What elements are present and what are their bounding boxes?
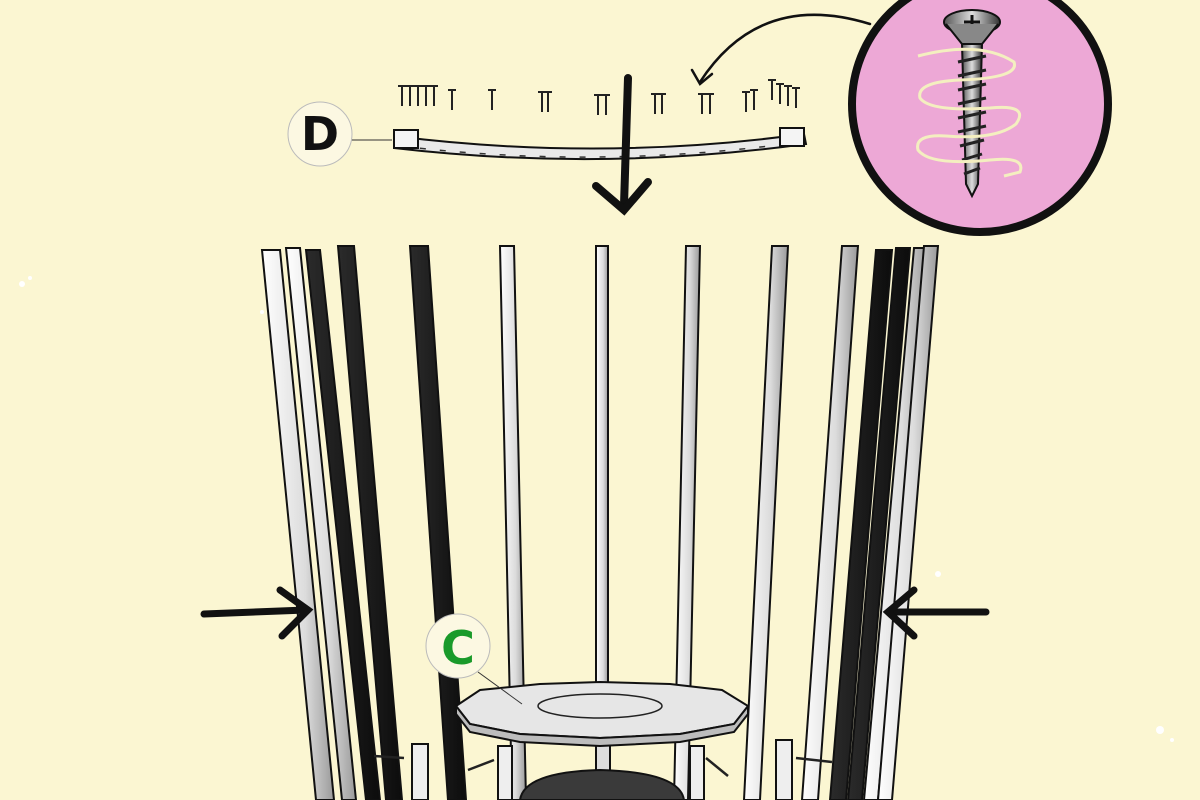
label-c-badge [425,613,491,679]
arrow-down-icon [592,74,652,216]
screw-detail-magnifier [848,0,1112,236]
part-d-group: D [287,79,808,167]
label-c-text: C [441,621,475,675]
part-c-group: C [373,613,833,800]
part-d-end-block-left [393,129,419,149]
part-d-ring [393,132,808,161]
rotation-spiral [916,47,1023,178]
arrow-right-icon [200,586,314,640]
label-d-text: D [301,107,339,161]
label-d-badge [287,101,353,167]
arrow-left-icon [882,586,990,640]
screw-row [398,79,800,115]
screw-icon [943,9,1001,199]
curved-arrow-icon [690,13,872,86]
paint-speckles [19,276,1174,742]
part-d-end-block-right [779,127,805,147]
vertical-rods [260,245,940,800]
